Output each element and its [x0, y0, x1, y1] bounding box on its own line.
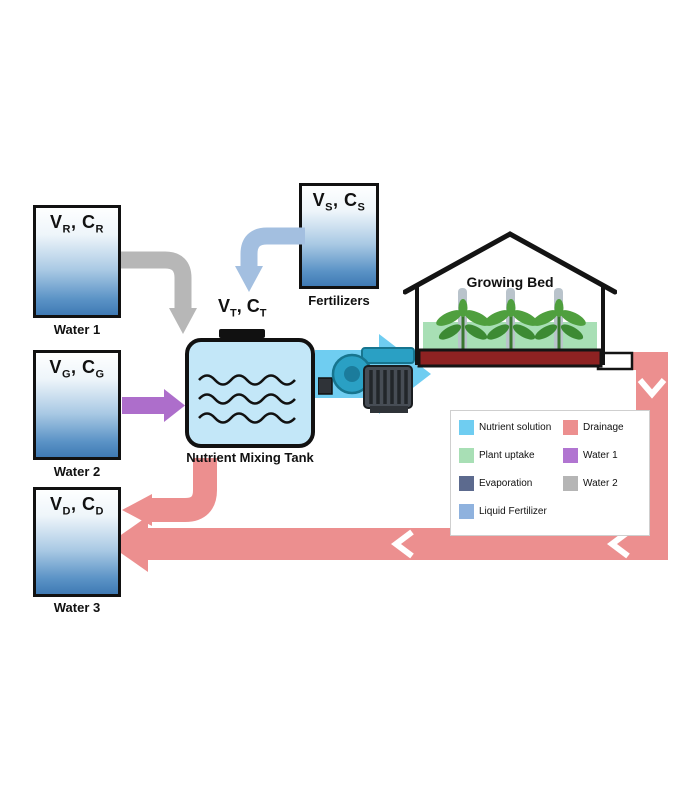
water2-arrowhead	[164, 389, 185, 422]
bed-base	[417, 348, 603, 368]
water2-variables: VG, CG	[49, 357, 105, 381]
legend-label: Drainage	[583, 422, 624, 433]
greenhouse-walls	[415, 286, 605, 365]
fertilizers-tank: VS, CS	[299, 183, 379, 289]
legend-item-drainage: Drainage	[563, 420, 643, 435]
nutrient-solution-swatch-icon	[459, 420, 474, 435]
legend-item-plant-uptake: Plant uptake	[459, 448, 563, 463]
fertilizers-variables: VS, CS	[312, 190, 366, 214]
water3-variables: VD, CD	[50, 494, 104, 518]
growing-bed-title: Growing Bed	[466, 274, 554, 290]
mixing-tank-variables: VT, CT	[218, 296, 267, 320]
plant	[436, 299, 490, 350]
pump	[318, 347, 415, 413]
fertilizer-arrowhead	[235, 266, 263, 292]
water1-variables: VR, CR	[50, 212, 104, 236]
legend-item-evaporation: Evaporation	[459, 476, 563, 491]
legend-label: Plant uptake	[479, 450, 535, 461]
plant-uptake-swatch-icon	[459, 448, 474, 463]
legend-item-water1: Water 1	[563, 448, 643, 463]
water3-tank: VD, CD	[33, 487, 121, 597]
pump-motor-fins	[369, 370, 408, 404]
flow-chevron-icon	[637, 378, 667, 399]
water2-arrow-pipe	[122, 397, 164, 414]
pump-inlet-flange	[318, 377, 333, 395]
water1-to-tank-arrow	[121, 251, 197, 334]
mixing-tank-lid	[219, 329, 265, 338]
fertilizers-caption: Fertilizers	[308, 293, 370, 308]
flow-chevron-icon	[391, 529, 414, 559]
water1-arrow-pipe	[121, 251, 192, 310]
plants	[436, 299, 586, 350]
plant	[532, 299, 586, 350]
water1-swatch-icon	[563, 448, 578, 463]
water1-arrowhead	[169, 308, 197, 334]
legend-label: Water 2	[583, 478, 618, 489]
water2-swatch-icon	[563, 476, 578, 491]
drainage-arrowhead	[108, 516, 148, 572]
water3-caption: Water 3	[53, 600, 101, 615]
legend-right-column: Drainage Water 1 Water 2	[563, 420, 643, 529]
evaporation-swatch-icon	[459, 476, 474, 491]
drainage-swatch-icon	[563, 420, 578, 435]
water1-caption: Water 1	[53, 322, 101, 337]
legend-item-nutrient-solution: Nutrient solution	[459, 420, 563, 435]
flow-chevron-icon	[607, 529, 630, 559]
water2-tank: VG, CG	[33, 350, 121, 460]
greenhouse-roof	[403, 231, 617, 295]
legend-item-liquid-fertilizer: Liquid Fertilizer	[459, 504, 563, 519]
fertilizer-to-tank-arrow	[235, 227, 305, 292]
water1-tank: VR, CR	[33, 205, 121, 318]
mixing-tank-caption: Nutrient Mixing Tank	[186, 450, 314, 465]
pump-outlet-pipe	[361, 347, 415, 364]
legend-label: Water 1	[583, 450, 618, 461]
legend-left-column: Nutrient solution Plant uptake Evaporati…	[459, 420, 563, 529]
water-waves-icon	[198, 374, 296, 424]
legend-label: Evaporation	[479, 478, 533, 489]
pump-impeller	[344, 366, 360, 382]
pump-base	[370, 406, 408, 413]
plant	[484, 299, 538, 350]
mixing-tank	[185, 338, 315, 448]
drainage-elbow-arrowhead	[122, 494, 152, 526]
water2-to-tank-arrow	[122, 389, 185, 422]
drainage-elbow-to-water3	[152, 458, 217, 522]
fertilizer-arrow-pipe	[240, 227, 305, 268]
growing-bed	[403, 231, 617, 368]
legend-item-water2: Water 2	[563, 476, 643, 491]
legend-label: Nutrient solution	[479, 422, 552, 433]
legend: Nutrient solution Plant uptake Evaporati…	[450, 410, 650, 536]
liquid-fertilizer-swatch-icon	[459, 504, 474, 519]
legend-label: Liquid Fertilizer	[479, 506, 547, 517]
water2-caption: Water 2	[53, 464, 101, 479]
